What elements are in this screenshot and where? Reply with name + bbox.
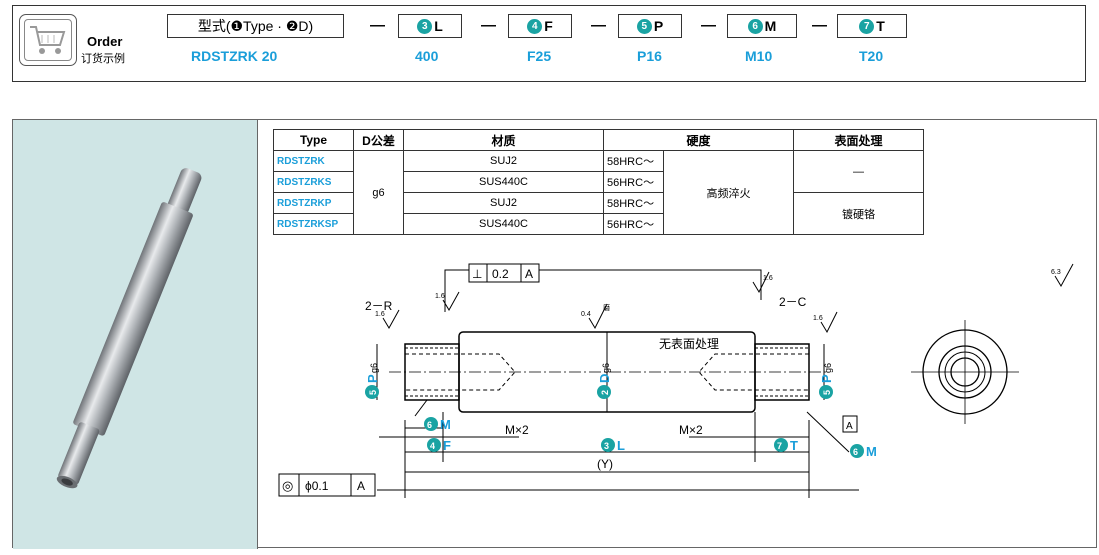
order-subtitle: 订货示例 [81, 53, 125, 65]
perp-symbol: ⊥ [472, 267, 482, 281]
dash-4: — [701, 17, 716, 34]
material-cell: SUJ2 [403, 150, 604, 172]
row-type: RDSTZRKP [273, 192, 354, 214]
r-label: 2－R [365, 299, 393, 313]
dash-5: — [812, 17, 827, 34]
order-title: Order [87, 34, 123, 49]
material-cell: SUS440C [403, 171, 604, 193]
surface-plated-cell: 镀硬铬 [793, 192, 924, 235]
segment-p-value: P16 [637, 48, 662, 64]
svg-text:g6: g6 [369, 363, 379, 373]
svg-text:A: A [357, 479, 365, 493]
segment-type-label: 型式(❶Type · ❷D) [197, 18, 314, 34]
spec-table: Type D公差 材质 硬度 表面处理 RDSTZRK g6 SUJ2 58HR… [273, 129, 924, 235]
th-hardness: 硬度 [603, 129, 794, 151]
badge-4: 4 [527, 18, 543, 34]
hardness-cell: 56HRC～ [603, 171, 664, 193]
segment-type: 型式(❶Type · ❷D) [167, 14, 344, 38]
cart-icon-frame [19, 14, 77, 66]
svg-text:1.6: 1.6 [763, 275, 773, 282]
svg-text:g6: g6 [601, 363, 611, 373]
svg-text:1.6: 1.6 [435, 293, 445, 300]
concentricity-symbol: ◎ [282, 478, 293, 493]
svg-text:M: M [866, 444, 877, 459]
row-type: RDSTZRK [273, 150, 354, 172]
svg-text:7: 7 [777, 441, 782, 451]
segment-f-value: F25 [527, 48, 552, 64]
svg-text:D: D [597, 374, 612, 383]
th-material: 材质 [403, 129, 604, 151]
surface-none-cell: — [793, 150, 924, 193]
svg-text:5: 5 [822, 390, 832, 395]
svg-text:P: P [365, 374, 380, 383]
material-cell: SUJ2 [403, 192, 604, 214]
row-type: RDSTZRKS [273, 171, 354, 193]
badge-7: 7 [859, 18, 875, 34]
segment-t-value: T20 [859, 48, 884, 64]
svg-text:6.3: 6.3 [1051, 269, 1061, 276]
svg-text:A: A [846, 421, 853, 432]
c-label: 2－C [779, 295, 807, 309]
svg-text:1.6: 1.6 [813, 315, 823, 322]
badge-6: 6 [747, 18, 763, 34]
y-dimension: (Y) [597, 457, 613, 471]
segment-l-value: 400 [415, 48, 439, 64]
svg-text:5: 5 [368, 390, 378, 395]
svg-text:4: 4 [430, 441, 435, 451]
dash-1: — [370, 17, 385, 34]
treatment-cell: 高频淬火 [663, 150, 794, 235]
svg-text:3: 3 [604, 441, 609, 451]
product-photo [13, 120, 258, 549]
segment-type-value: RDSTZRK 20 [191, 48, 278, 64]
th-type: Type [273, 129, 354, 151]
concentricity-value: ϕ0.1 [305, 479, 329, 493]
svg-text:T: T [790, 438, 798, 453]
order-example-box: Order 订货示例 [12, 5, 1086, 82]
hardness-cell: 56HRC～ [603, 213, 664, 235]
th-tolerance: D公差 [353, 129, 404, 151]
tolerance-cell: g6 [353, 150, 404, 235]
svg-text:1.6: 1.6 [375, 311, 385, 318]
cart-icon [24, 19, 72, 61]
mx2-left: M×2 [505, 423, 529, 437]
svg-text:L: L [617, 438, 625, 453]
dash-3: — [591, 17, 606, 34]
material-cell: SUS440C [403, 213, 604, 235]
technical-drawing: ⊥ 0.2 A 2－R 2－C 1.6 1.6 0.4 磨 1.6 1.6 6.… [278, 263, 1074, 498]
dash-2: — [481, 17, 496, 34]
no-treatment-note: 无表面处理 [659, 337, 719, 351]
segment-m-value: M10 [745, 48, 773, 64]
mx2-right: M×2 [679, 423, 703, 437]
perp-datum: A [525, 267, 533, 281]
svg-text:M: M [440, 417, 451, 432]
th-surface: 表面处理 [793, 129, 924, 151]
svg-text:6: 6 [853, 447, 858, 457]
hardness-cell: 58HRC～ [603, 150, 664, 172]
hardness-cell: 58HRC～ [603, 192, 664, 214]
badge-3: 3 [417, 18, 433, 34]
svg-text:6: 6 [427, 420, 432, 430]
perp-value: 0.2 [492, 267, 509, 281]
svg-text:磨: 磨 [603, 303, 610, 312]
svg-text:2: 2 [600, 390, 610, 395]
row-type: RDSTZRKSP [273, 213, 354, 235]
svg-text:0.4: 0.4 [581, 311, 591, 318]
svg-text:F: F [443, 438, 451, 453]
spec-panel: Type D公差 材质 硬度 表面处理 RDSTZRK g6 SUJ2 58HR… [12, 119, 1097, 549]
badge-5: 5 [636, 18, 652, 34]
svg-text:g6: g6 [823, 363, 833, 373]
svg-text:P: P [819, 374, 834, 383]
